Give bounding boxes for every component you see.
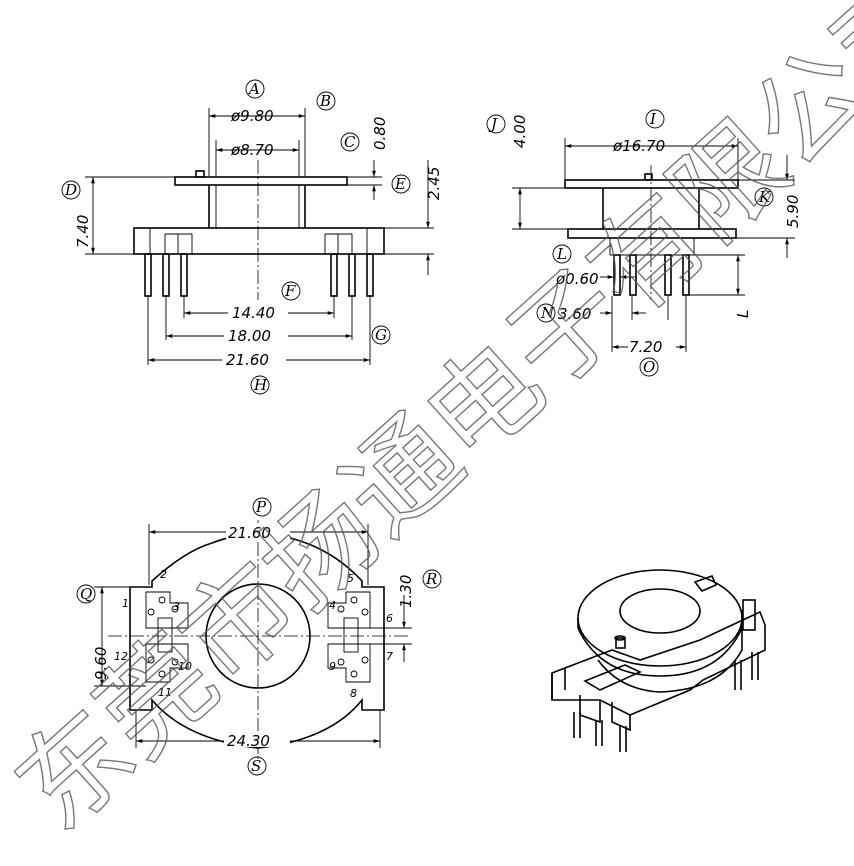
dim-7-20: 7.20 xyxy=(629,338,662,356)
pin-5: 5 xyxy=(347,572,354,585)
dim-L: L xyxy=(734,310,752,318)
pin-12: 12 xyxy=(114,650,128,663)
label-P: P xyxy=(255,498,267,516)
dim-phi-16-70: ø16.70 xyxy=(612,137,665,155)
dim-24-30: 24.30 xyxy=(227,732,270,750)
label-H: H xyxy=(253,376,268,394)
dim-21-60-bottom: 21.60 xyxy=(228,524,271,542)
label-L: L xyxy=(556,245,567,263)
label-J: J xyxy=(488,115,498,133)
dim-18-00: 18.00 xyxy=(228,327,271,345)
dim-3-60: 3.60 xyxy=(558,305,591,323)
label-C: C xyxy=(344,133,356,151)
dim-phi-0-60: ø0.60 xyxy=(555,270,599,288)
label-F: F xyxy=(284,282,296,300)
pin-11: 11 xyxy=(158,686,172,699)
pin-3: 3 xyxy=(173,600,180,613)
dim-9-60: 9.60 xyxy=(92,647,110,680)
pin-10: 10 xyxy=(178,660,192,673)
label-B: B xyxy=(319,92,331,110)
label-O: O xyxy=(643,358,655,376)
dim-5-90: 5.90 xyxy=(784,195,802,228)
dim-phi-8-70: ø8.70 xyxy=(230,141,274,159)
side-view: ø16.70 I 4.00 J 5.90 K L ø0.60 L xyxy=(486,109,802,377)
front-view: ø9.80 ø8.70 A B 0.80 C 2.45 E 7.40 D xyxy=(61,79,443,395)
dim-phi-9-80: ø9.80 xyxy=(230,107,274,125)
dim-4-00: 4.00 xyxy=(511,115,529,148)
label-G: G xyxy=(375,326,387,344)
label-D: D xyxy=(64,181,77,199)
pin-2: 2 xyxy=(160,568,167,581)
dim-1-30: 1.30 xyxy=(397,575,415,608)
dim-2-45: 2.45 xyxy=(425,167,443,200)
pin-9: 9 xyxy=(329,660,336,673)
pin-7: 7 xyxy=(386,650,393,663)
isometric-view xyxy=(551,569,766,752)
label-E: E xyxy=(394,175,406,193)
pin-6: 6 xyxy=(386,612,393,625)
label-R: R xyxy=(425,570,437,588)
bottom-view: 1 2 3 4 5 6 7 8 9 10 11 12 21.60 P 9.60 … xyxy=(76,497,442,776)
label-S: S xyxy=(251,757,261,775)
dim-21-60: 21.60 xyxy=(226,351,269,369)
dim-14-40: 14.40 xyxy=(232,304,275,322)
pin-8: 8 xyxy=(350,687,357,700)
label-Q: Q xyxy=(80,585,92,603)
dim-0-80: 0.80 xyxy=(371,117,389,150)
dim-7-40: 7.40 xyxy=(74,215,92,248)
pin-4: 4 xyxy=(329,599,336,612)
label-N: N xyxy=(540,304,555,322)
label-A: A xyxy=(247,80,260,98)
label-I: I xyxy=(649,110,657,128)
pin-1: 1 xyxy=(122,597,129,610)
label-K: K xyxy=(758,188,771,206)
